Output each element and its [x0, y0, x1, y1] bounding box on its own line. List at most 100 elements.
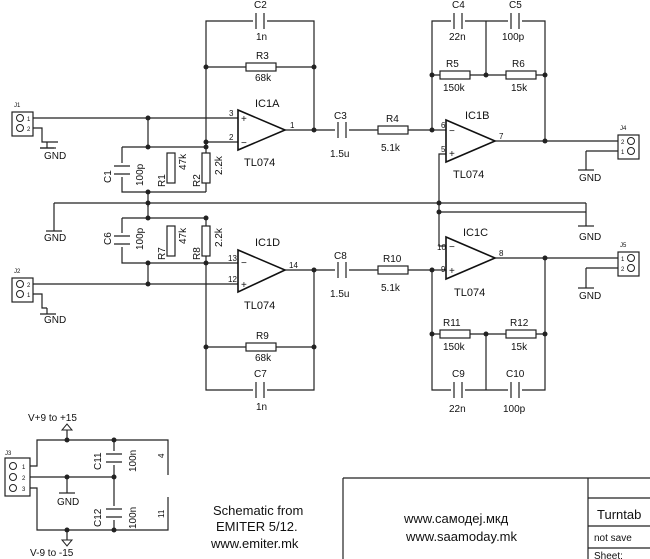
ic1c-pin-8: 8: [499, 249, 504, 258]
ic1c-pin-9: 9: [441, 265, 446, 274]
power-pin-11: 11: [157, 509, 166, 518]
credits-line3: www.emiter.mk: [210, 536, 299, 551]
r8-ref: R8: [192, 247, 203, 260]
gnd-label-j5: GND: [579, 291, 601, 302]
gnd-label-j1: GND: [44, 151, 66, 162]
c2-value: 1n: [256, 32, 267, 43]
r1-value: 47k: [178, 153, 189, 170]
ic1a-ref: IC1A: [255, 98, 280, 110]
title-block-status: not save: [594, 533, 632, 544]
capacitor-c2: C2 1n: [253, 0, 267, 43]
r8-value: 2.2k: [214, 227, 225, 247]
c5-value: 100p: [502, 32, 525, 43]
resistor-r12: R12 15k: [505, 318, 537, 353]
ic1d-value: TL074: [244, 300, 275, 312]
ic1b-pin-7: 7: [499, 132, 504, 141]
c5-ref: C5: [509, 0, 522, 11]
c4-value: 22n: [449, 32, 466, 43]
j1-label: J1: [14, 103, 21, 109]
credits: Schematic from EMITER 5/12. www.emiter.m…: [210, 503, 303, 551]
resistor-r8: R8 2.2k: [192, 225, 225, 260]
c4-ref: C4: [452, 0, 465, 11]
c7-value: 1n: [256, 402, 267, 413]
opamp-ic1a: IC1A TL074 + − 3 2 1: [229, 98, 295, 169]
credits-line2: EMITER 5/12.: [216, 519, 298, 534]
credits-line1: Schematic from: [213, 503, 303, 518]
j4-pin-1: 1: [621, 150, 625, 156]
r10-value: 5.1k: [381, 283, 401, 294]
j2-label: J2: [14, 269, 21, 275]
junction-dots: [64, 64, 548, 533]
websites: www.самодеј.мкд www.saamoday.mk: [403, 511, 518, 544]
gnd-label-mid-left: GND: [44, 233, 66, 244]
c1-ref: C1: [103, 170, 114, 183]
supply-negative: V-9 to -15: [30, 548, 74, 559]
ic1b-value: TL074: [453, 169, 484, 181]
c3-value: 1.5u: [330, 149, 349, 160]
connector-j3: J3 1 2 3: [4, 451, 31, 497]
c2-ref: C2: [254, 0, 267, 11]
gnd-label-j2: GND: [44, 315, 66, 326]
ic1d-ref: IC1D: [255, 237, 280, 249]
connector-j2: J2 2 1: [11, 269, 34, 303]
c8-value: 1.5u: [330, 289, 349, 300]
c3-ref: C3: [334, 111, 347, 122]
r3-value: 68k: [255, 73, 272, 84]
r9-value: 68k: [255, 353, 272, 364]
ic1d-pin-12: 12: [228, 275, 237, 284]
c11-value: 100n: [128, 450, 139, 472]
c10-value: 100p: [503, 404, 526, 415]
svg-text:+: +: [241, 114, 247, 125]
j3-pin-2: 2: [22, 476, 26, 482]
c8-ref: C8: [334, 251, 347, 262]
j2-pin-2: 2: [27, 283, 31, 289]
r6-ref: R6: [512, 59, 525, 70]
j3-pin-1: 1: [22, 465, 26, 471]
r12-value: 15k: [511, 342, 528, 353]
svg-text:+: +: [449, 266, 455, 277]
j4-pin-2: 2: [621, 140, 625, 146]
r12-ref: R12: [510, 318, 529, 329]
connector-j4: J4 2 1: [617, 126, 640, 160]
ic1c-value: TL074: [454, 287, 485, 299]
resistor-r3: R3 68k: [245, 51, 277, 84]
ic1d-pin-13: 13: [228, 254, 237, 263]
j5-label: J5: [620, 243, 627, 249]
c12-value: 100n: [128, 507, 139, 529]
supply-positive: V+9 to +15: [28, 413, 77, 424]
capacitor-c10: C10 100p: [503, 369, 526, 415]
r10-ref: R10: [383, 254, 402, 265]
svg-text:+: +: [241, 280, 247, 291]
r1-ref: R1: [157, 174, 168, 187]
capacitor-c12: C12 100n: [93, 506, 139, 529]
r4-value: 5.1k: [381, 143, 401, 154]
r11-ref: R11: [443, 318, 461, 329]
ic1b-ref: IC1B: [465, 110, 489, 122]
c9-value: 22n: [449, 404, 466, 415]
resistor-r5: R5 150k: [439, 59, 471, 94]
j5-pin-2: 2: [621, 267, 625, 273]
ic1a-pin-3: 3: [229, 109, 234, 118]
c6-ref: C6: [103, 232, 114, 245]
j1-pin-2: 2: [27, 127, 31, 133]
c1-value: 100p: [135, 163, 146, 186]
capacitor-c1: C1 100p: [103, 163, 146, 186]
ic1c-pin-10: 10: [437, 243, 446, 252]
capacitor-c5: C5 100p: [502, 0, 525, 43]
opamp-ic1c: IC1C TL074 − + 10 9 8: [437, 227, 504, 299]
resistor-r1: R1 47k: [157, 152, 189, 187]
r2-value: 2.2k: [214, 155, 225, 175]
title-block-sheet: Sheet:: [594, 551, 623, 559]
gnd-label-j4: GND: [579, 173, 601, 184]
website-cyrillic: www.самодеј.мкд: [403, 511, 509, 526]
capacitor-c7: C7 1n: [253, 369, 267, 413]
r11-value: 150k: [443, 342, 466, 353]
c10-ref: C10: [506, 369, 525, 380]
capacitor-c4: C4 22n: [449, 0, 466, 43]
resistor-r6: R6 15k: [505, 59, 537, 94]
power-pin-4: 4: [157, 453, 166, 458]
capacitor-c9: C9 22n: [449, 369, 466, 415]
svg-text:−: −: [241, 138, 247, 149]
ic1c-ref: IC1C: [463, 227, 488, 239]
j4-label: J4: [620, 126, 627, 132]
